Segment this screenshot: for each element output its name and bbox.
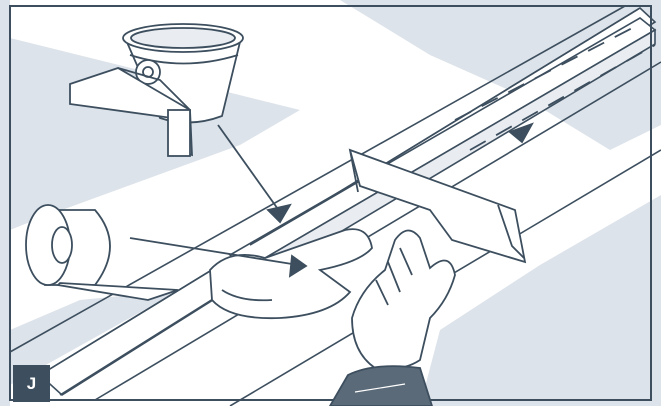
background-shade-lower-right <box>420 195 661 406</box>
hand-scraper <box>348 148 527 264</box>
background-shade-bottom-left <box>10 290 180 385</box>
step-badge: J <box>13 365 50 402</box>
arrow-icon <box>129 122 534 278</box>
background-shade-upper-right <box>340 0 661 150</box>
background-shade-left <box>0 0 10 406</box>
seam-strip <box>228 17 657 282</box>
tape-roll-icon <box>25 204 179 301</box>
frame-border <box>9 5 652 401</box>
scraper-icon <box>69 67 193 157</box>
sleeve <box>328 365 433 406</box>
seam-dashes <box>454 23 656 151</box>
hand-icon <box>351 229 456 370</box>
background-shade-right-wedge <box>630 125 661 160</box>
